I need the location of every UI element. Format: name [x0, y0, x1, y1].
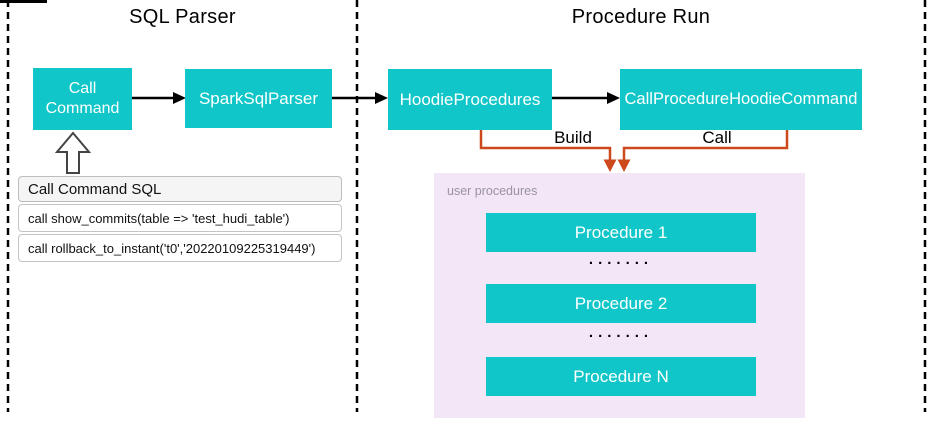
procedure-2-box: Procedure 2: [486, 284, 756, 323]
ellipsis-dots: .......: [588, 251, 654, 268]
section-title-procedure-run: Procedure Run: [571, 6, 711, 28]
sql-table-header: Call Command SQL: [18, 176, 342, 202]
user-procedures-region: user procedures Procedure 1 ....... Proc…: [434, 173, 805, 418]
procedure-n-box: Procedure N: [486, 357, 756, 396]
hollow-up-arrow: [54, 131, 92, 174]
procedure-1-box: Procedure 1: [486, 213, 756, 252]
dashed-borders: [6, 0, 927, 412]
node-call-procedure-hoodie-command: CallProcedureHoodieCommand: [620, 69, 862, 130]
flow-arrows: [132, 92, 620, 104]
call-command-sql-table: Call Command SQL call show_commits(table…: [18, 176, 342, 262]
node-spark-sql-parser: SparkSqlParser: [185, 69, 332, 128]
edge-label-call: Call: [702, 128, 732, 147]
sql-table-row: call rollback_to_instant('t0','202201092…: [18, 234, 342, 262]
node-call-command: Call Command: [33, 68, 132, 130]
edge-label-build: Build: [554, 128, 592, 147]
sql-table-row: call show_commits(table => 'test_hudi_ta…: [18, 204, 342, 232]
build-call-arrows: [479, 130, 789, 172]
ellipsis-dots: .......: [588, 324, 654, 341]
user-procedures-label: user procedures: [447, 184, 538, 198]
section-title-sql-parser: SQL Parser: [129, 6, 236, 28]
node-hoodie-procedures: HoodieProcedures: [388, 69, 552, 130]
